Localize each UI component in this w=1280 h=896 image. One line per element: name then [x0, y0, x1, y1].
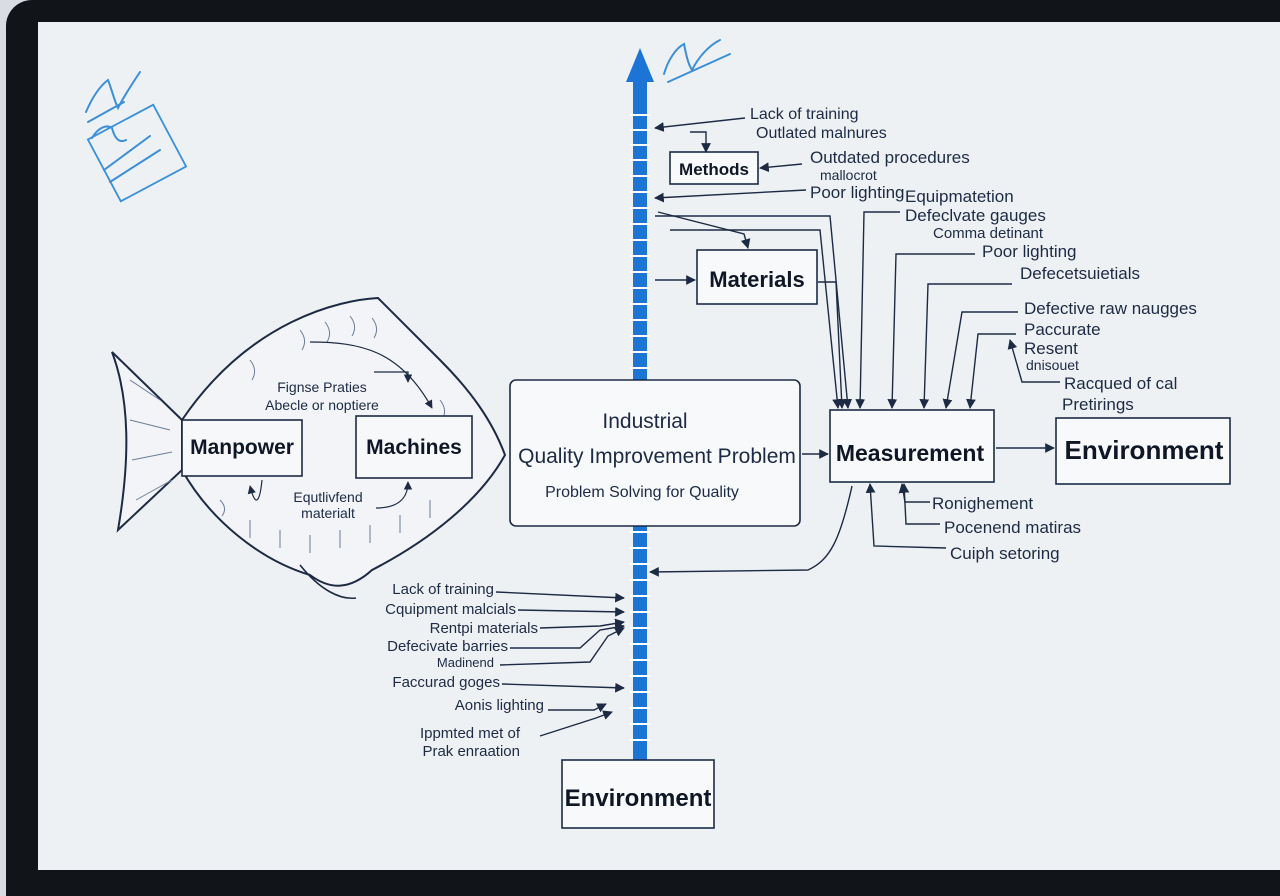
measurement-label: Measurement [836, 440, 985, 466]
manpower-label: Manpower [190, 436, 294, 459]
top-cause-5: Poor lighting [810, 183, 905, 202]
environment-bottom-label: Environment [565, 785, 712, 812]
top-cause-2: Outlated malnures [756, 125, 887, 142]
top-cause-1: Lack of training [750, 106, 859, 123]
connector-arrows [495, 117, 1060, 737]
measurement-bottom-causes: Ronighement Pocenend matiras Cuiph setor… [932, 494, 1081, 563]
bottom-cause-3: Rentpi materials [430, 620, 538, 637]
methods-label: Methods [679, 160, 749, 179]
handwriting-scribbles [85, 39, 731, 203]
bottom-cause-4: Defecivate barries [387, 638, 508, 655]
bottom-cause-5: Madinend [437, 655, 494, 670]
materials-label: Materials [709, 267, 804, 292]
problem-title-line1: Industrial [602, 410, 687, 433]
right-causes: Equipmatetion Defeclvate gauges Comma de… [905, 187, 1197, 414]
right-cause-3: Comma detinant [933, 225, 1044, 242]
bottom-causes: Lack of training Cquipment malcials Rent… [385, 581, 544, 760]
right-cause-10: Racqued of cal [1064, 374, 1177, 393]
problem-subtitle: Problem Solving for Quality [545, 484, 739, 501]
fish-text-bottom1: Equtlivfend [293, 489, 362, 505]
bottom-cause-8: Ippmted met of [420, 725, 521, 742]
top-cause-3: Outdated procedures [810, 148, 970, 167]
right-cause-9: dnisouet [1026, 357, 1079, 373]
materials-box: Materials [696, 249, 818, 305]
problem-box: Industrial Quality Improvement Problem P… [509, 379, 801, 527]
right-cause-7: Paccurate [1024, 320, 1101, 339]
right-cause-5: Defecetsuietials [1020, 264, 1140, 283]
machines-box: Machines [355, 415, 473, 479]
environment-bottom-box: Environment [561, 759, 715, 829]
top-causes: Lack of training Outlated malnures Outda… [750, 106, 970, 202]
bottom-cause-7: Aonis lighting [455, 697, 544, 714]
right-cause-6: Defective raw naugges [1024, 299, 1197, 318]
top-cause-4: mallocrot [820, 167, 877, 183]
fish-text-top2: Abecle or noptiere [265, 397, 379, 413]
environment-right-label: Environment [1065, 435, 1224, 465]
fish-text-bottom2: materialt [301, 505, 355, 521]
fish-text-top1: Fignse Praties [277, 379, 366, 395]
right-cause-1: Equipmatetion [905, 187, 1014, 206]
methods-box: Methods [669, 151, 759, 185]
measure-cause-2: Pocenend matiras [944, 518, 1081, 537]
measure-cause-1: Ronighement [932, 494, 1033, 513]
bottom-cause-6: Faccurad goges [392, 674, 500, 691]
measurement-box: Measurement [829, 409, 995, 483]
measure-cause-3: Cuiph setoring [950, 544, 1060, 563]
bottom-cause-2: Cquipment malcials [385, 601, 516, 618]
fish-shape [111, 296, 507, 600]
monitor-screen: Manpower Machines Fignse Praties Abecle … [38, 22, 1280, 870]
environment-right-box: Environment [1055, 417, 1231, 485]
right-cause-8: Resent [1024, 339, 1078, 358]
right-cause-4: Poor lighting [982, 242, 1077, 261]
fishbone-diagram: Manpower Machines Fignse Praties Abecle … [85, 39, 1231, 829]
right-cause-11: Pretirings [1062, 395, 1134, 414]
machines-label: Machines [366, 436, 462, 459]
right-cause-2: Defeclvate gauges [905, 206, 1046, 225]
bottom-cause-9: Prak enraation [422, 743, 520, 760]
bottom-cause-1: Lack of training [392, 581, 494, 598]
manpower-box: Manpower [181, 419, 303, 477]
problem-title-line2: Quality Improvement Problem [518, 445, 796, 468]
